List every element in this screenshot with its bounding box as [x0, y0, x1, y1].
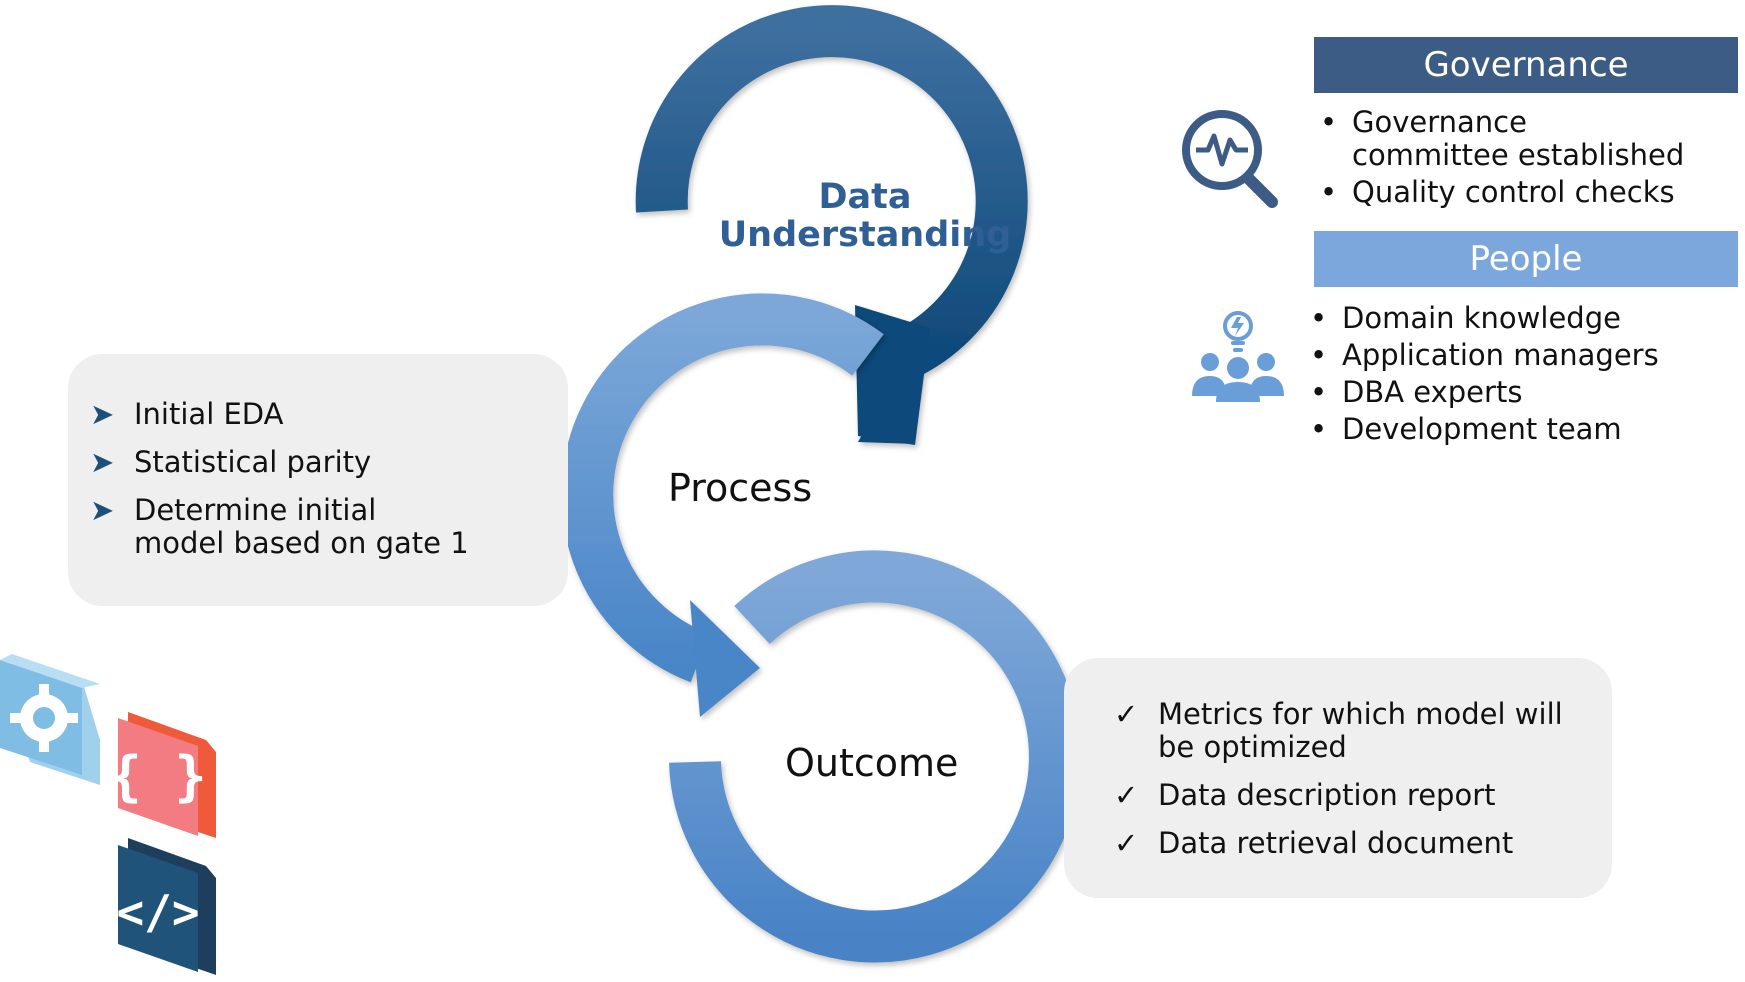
list-item-text: Metrics for which model will	[1158, 697, 1563, 731]
data-understanding-arrow	[635, 5, 1028, 445]
governance-list: • Governance committee established • Qua…	[1320, 106, 1740, 209]
code-icon: </>	[116, 838, 216, 975]
list-item: • Development team	[1310, 413, 1730, 446]
bullet-icon: •	[1310, 338, 1328, 372]
list-item: ➤ Determine initial model based on gate …	[90, 494, 530, 560]
braces-icon: { }	[109, 712, 216, 838]
list-item: • Application managers	[1310, 339, 1730, 372]
outcome-title: Outcome	[785, 741, 959, 785]
list-item: ✓ Metrics for which model will be optimi…	[1114, 698, 1594, 764]
bullet-icon: •	[1320, 105, 1338, 139]
list-item: • Governance committee established	[1320, 106, 1740, 172]
governance-header: Governance	[1314, 37, 1738, 93]
list-item-text: DBA experts	[1342, 375, 1523, 409]
arrowhead-bullet-icon: ➤	[90, 445, 115, 479]
list-item-text-cont: committee established	[1352, 138, 1685, 172]
gear-icon	[0, 654, 100, 785]
arrowhead-bullet-icon: ➤	[90, 397, 115, 431]
people-idea-icon	[1192, 311, 1284, 402]
people-header: People	[1314, 231, 1738, 287]
list-item: • Domain knowledge	[1310, 302, 1730, 335]
list-item-text: Domain knowledge	[1342, 301, 1621, 335]
svg-text:{ }: { }	[109, 745, 207, 808]
process-title: Process	[668, 466, 813, 510]
list-item: ✓ Data description report	[1114, 779, 1594, 812]
list-item: ➤ Initial EDA	[90, 398, 530, 431]
list-item-text: Development team	[1342, 412, 1622, 446]
process-list: ➤ Initial EDA ➤ Statistical parity ➤ Det…	[90, 398, 530, 560]
arrowhead-bullet-icon: ➤	[90, 493, 115, 527]
people-list: • Domain knowledge • Application manager…	[1310, 302, 1730, 446]
bullet-icon: •	[1310, 301, 1328, 335]
list-item-text: Application managers	[1342, 338, 1659, 372]
list-item: ➤ Statistical parity	[90, 446, 530, 479]
check-icon: ✓	[1114, 826, 1139, 860]
list-item-text-cont: model based on gate 1	[134, 526, 469, 560]
svg-text:</>: </>	[116, 885, 199, 939]
list-item-text: Data retrieval document	[1158, 826, 1514, 860]
magnifier-pulse-icon	[1182, 110, 1278, 208]
bullet-icon: •	[1310, 375, 1328, 409]
data-understanding-title: Data Understanding	[718, 177, 1012, 255]
outcome-ring	[669, 550, 1081, 963]
bullet-icon: •	[1320, 175, 1338, 209]
list-item-text: Statistical parity	[134, 445, 372, 479]
list-item-text: Initial EDA	[134, 397, 284, 431]
list-item-text: Data description report	[1158, 778, 1496, 812]
check-icon: ✓	[1114, 778, 1139, 812]
list-item-text: Determine initial	[134, 493, 377, 527]
list-item: • Quality control checks	[1320, 176, 1740, 209]
list-item-text: Governance	[1352, 105, 1527, 139]
list-item: • DBA experts	[1310, 376, 1730, 409]
list-item: ✓ Data retrieval document	[1114, 827, 1594, 860]
check-icon: ✓	[1114, 697, 1139, 731]
process-card	[68, 354, 568, 606]
outcome-list: ✓ Metrics for which model will be optimi…	[1114, 698, 1594, 860]
list-item-text: Quality control checks	[1352, 175, 1675, 209]
outcome-card	[1064, 658, 1612, 898]
bullet-icon: •	[1310, 412, 1328, 446]
process-arrow	[561, 293, 884, 717]
list-item-text-cont: be optimized	[1158, 730, 1347, 764]
